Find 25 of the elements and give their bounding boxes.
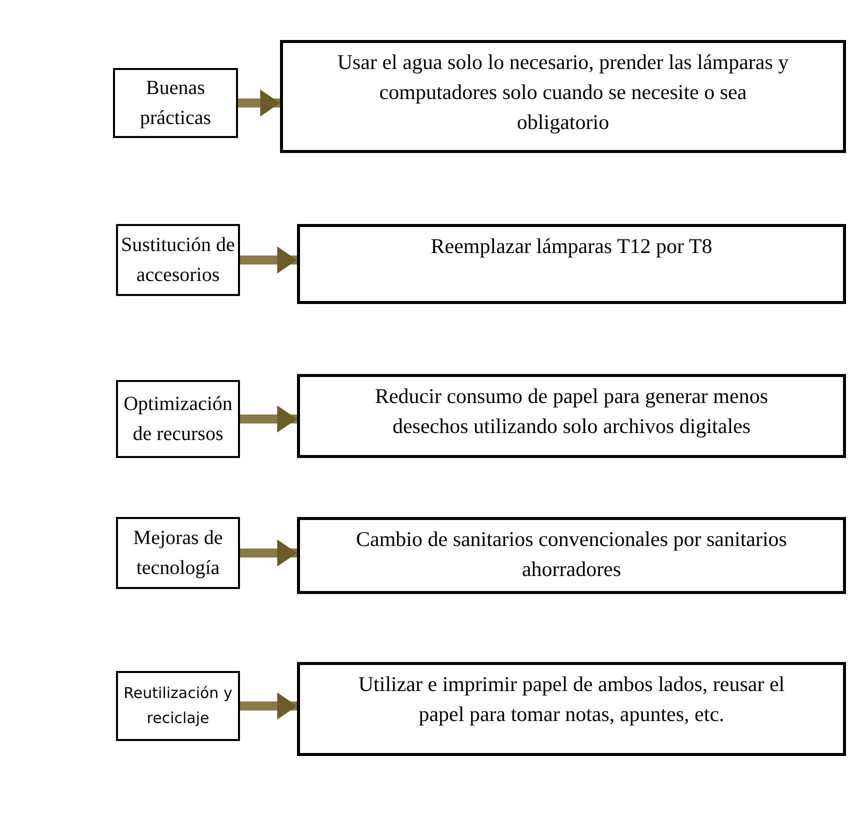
category-box: [116, 380, 240, 458]
arrow: [240, 246, 297, 274]
box-text: Optimización de recursos: [122, 392, 234, 447]
box-text: Utilizar e imprimir papel de ambos lados, reusar el papel para tomar notas, apuntes, etc.: [357, 671, 786, 728]
box-text: Mejoras de tecnología: [132, 526, 224, 581]
arrow: [240, 540, 297, 566]
box-text: Buenas prácticas: [138, 76, 212, 131]
arrow: [238, 90, 280, 116]
category-box: [116, 517, 240, 589]
description-box: [297, 662, 846, 756]
box-text: Reutilización y reciclaje: [122, 683, 234, 729]
description-box: [297, 374, 846, 458]
category-box: [113, 68, 238, 138]
arrow: [240, 692, 297, 720]
category-box: [116, 224, 240, 296]
arrow: [240, 406, 297, 432]
box-text: Reducir consumo de papel para generar menos desechos utilizando solo archivos digitales: [374, 383, 769, 440]
box-text: Usar el agua solo lo necesario, prender las lámparas y computadores solo cuando se necesite o sea obligatorio: [336, 49, 790, 136]
category-box: [116, 671, 240, 741]
box-text: Cambio de sanitarios convencionales por sanitarios ahorradores: [355, 526, 788, 583]
description-box: [280, 40, 846, 153]
box-text: Sustitución de accesorios: [120, 233, 236, 288]
description-box: [297, 517, 846, 594]
box-text: Reemplazar lámparas T12 por T8: [430, 233, 712, 260]
description-box: [297, 224, 846, 304]
